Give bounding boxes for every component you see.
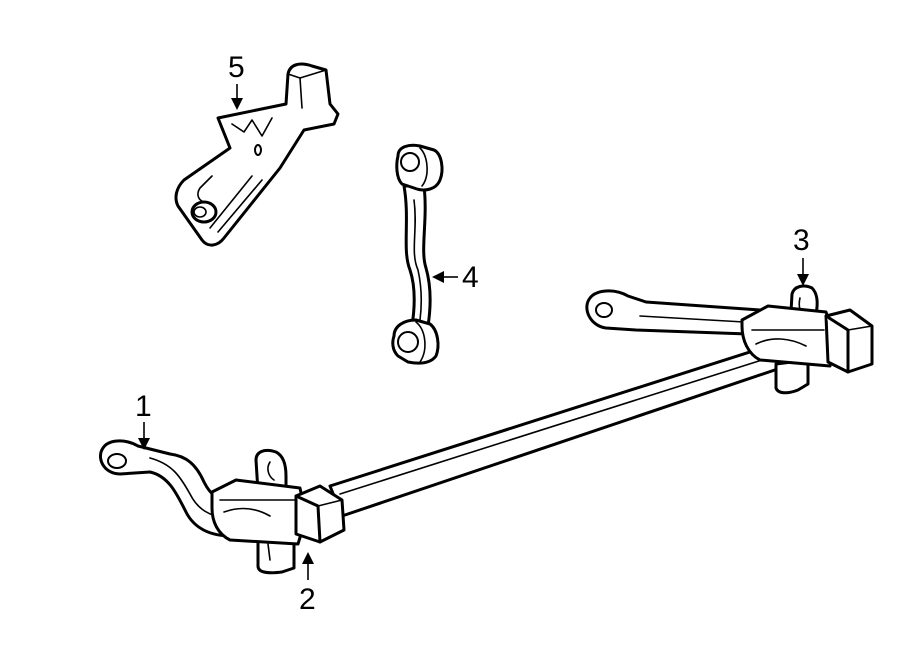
callout-1: 1 (135, 390, 152, 450)
callout-4: 4 (432, 261, 479, 294)
callout-2: 2 (299, 552, 316, 616)
stabilizer-bar (98, 289, 830, 538)
stabilizer-link (391, 143, 444, 365)
bushing-bracket-left (210, 448, 346, 575)
mounting-bracket (174, 62, 340, 247)
callout-label-4: 4 (462, 261, 479, 294)
callout-label-3: 3 (793, 224, 810, 257)
callout-3: 3 (793, 224, 810, 286)
callout-label-5: 5 (228, 51, 245, 84)
bushing-bracket-right (740, 284, 874, 395)
callout-5: 5 (228, 51, 245, 110)
callout-label-2: 2 (299, 583, 316, 616)
callout-label-1: 1 (135, 390, 152, 423)
